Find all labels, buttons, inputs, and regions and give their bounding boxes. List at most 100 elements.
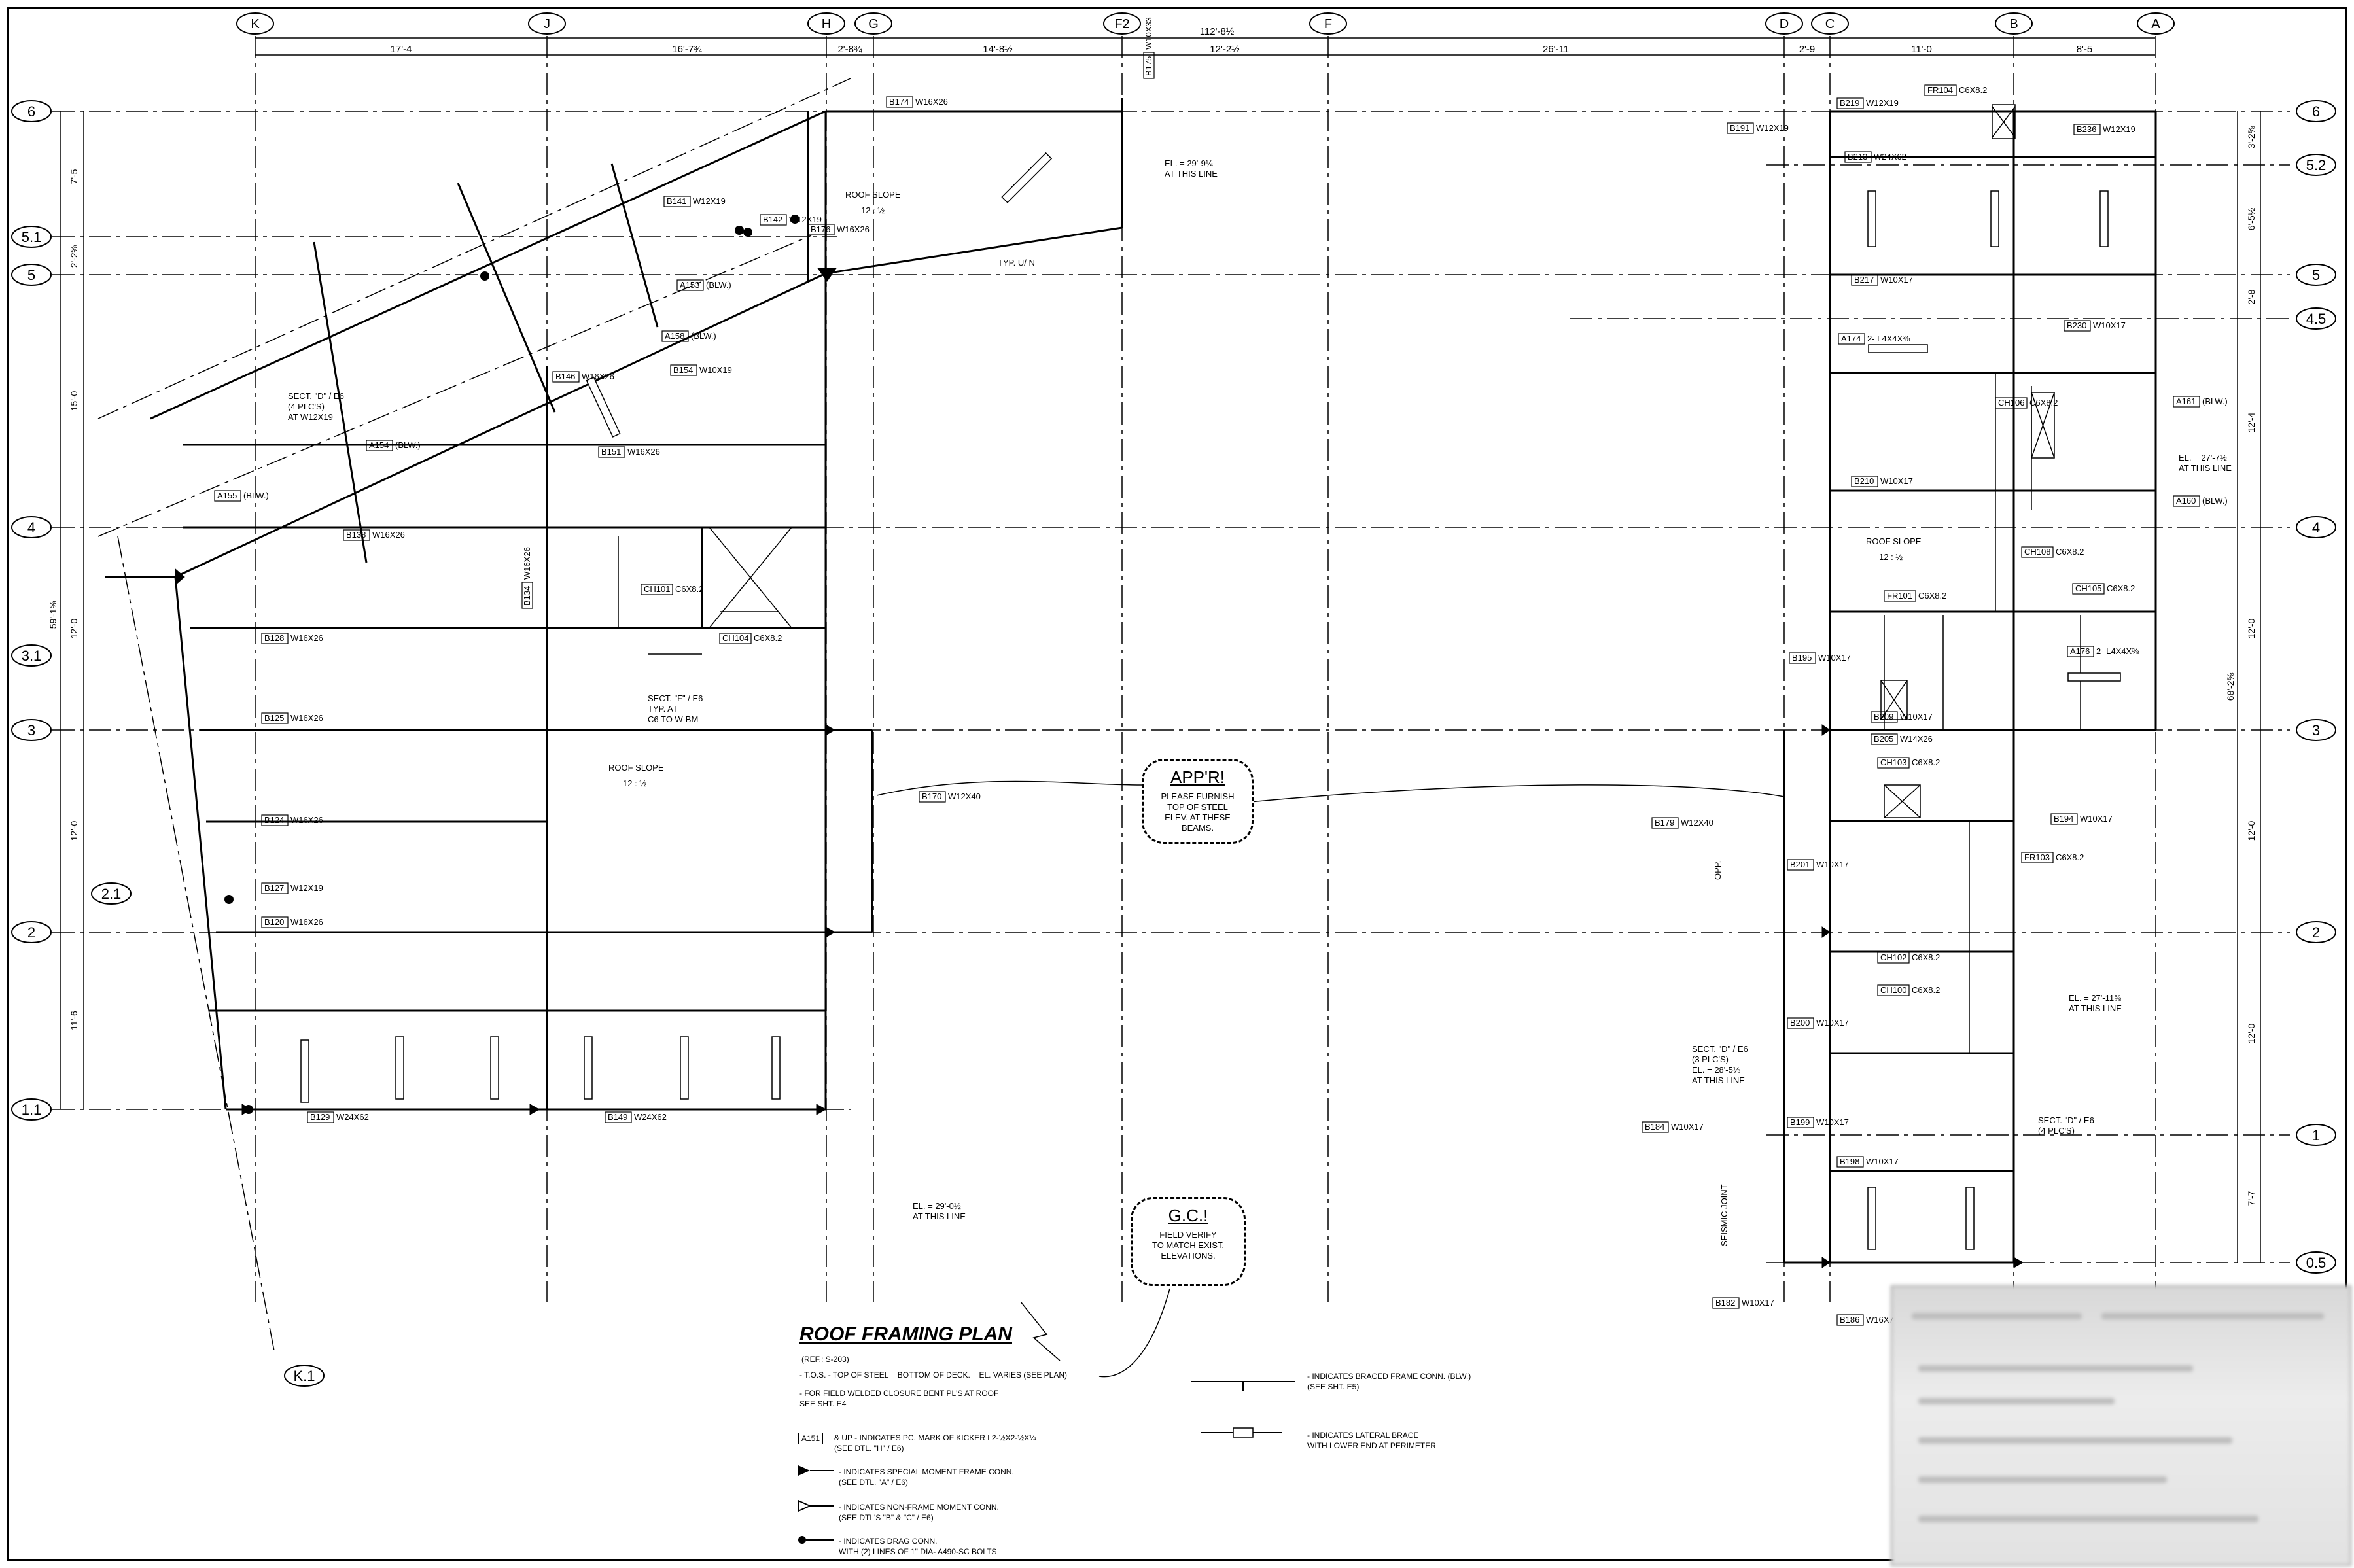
svg-text:112'-8½: 112'-8½ xyxy=(1200,26,1235,37)
kicker_label-mark: A155 xyxy=(217,491,237,500)
right-dimension-string xyxy=(2237,111,2261,1263)
beam_label-size: W16X26 xyxy=(522,547,532,580)
beam_label-tag: B134 W16X26 xyxy=(521,547,533,609)
beam_label-size: W10X17 xyxy=(1816,860,1849,869)
elevation-note-1: EL. = 29'-9¼ AT THIS LINE xyxy=(1165,158,1218,179)
kicker_label-tag: A155(BLW.) xyxy=(214,490,269,502)
beam_label-size: W12X40 xyxy=(948,792,981,801)
gc-cloud-heading: G.C.! xyxy=(1168,1206,1208,1225)
beam_label-mark: B182 xyxy=(1715,1298,1735,1308)
channel_label-size: C6X8.2 xyxy=(2056,852,2084,862)
svg-text:26'-11: 26'-11 xyxy=(1543,44,1569,55)
approval-cloud-heading: APP'R! xyxy=(1170,767,1225,787)
svg-text:12'-0: 12'-0 xyxy=(2246,1023,2257,1043)
legend-braced-note: - INDICATES BRACED FRAME CONN. (BLW.) (S… xyxy=(1307,1372,1471,1391)
elevation-note-5: EL. = 29'-0½ AT THIS LINE xyxy=(913,1201,966,1221)
beam_label-mark: B191 xyxy=(1730,123,1749,133)
gc-cloud-leader xyxy=(1098,1288,1170,1378)
elevation-note-4: EL. = 28'-5⅛ AT THIS LINE xyxy=(1692,1065,1745,1085)
right-framing-beams xyxy=(1783,110,2157,1264)
right-framing-secondary xyxy=(1880,104,2081,1053)
channel_label-mark: CH105 xyxy=(2075,584,2101,593)
svg-text:K: K xyxy=(251,17,260,31)
beam_label-size: W16X77 xyxy=(1866,1315,1899,1325)
beam_label-mark: B170 xyxy=(922,792,941,801)
beam_label-size: W10X19 xyxy=(699,365,732,375)
legend-symbols-right xyxy=(1191,1381,1295,1438)
channel_label-mark: FR103 xyxy=(2024,852,2050,862)
svg-text:3: 3 xyxy=(27,722,35,739)
svg-text:2'-8¾: 2'-8¾ xyxy=(837,44,862,55)
sect-d-note-right-3: SECT. "D" / E6 (3 PLC'S) xyxy=(1692,1044,1748,1064)
channel_label-size: C6X8.2 xyxy=(675,584,703,594)
kicker_label-size: (BLW.) xyxy=(691,331,716,341)
svg-text:5.2: 5.2 xyxy=(2306,157,2327,173)
legend-smf-note: - INDICATES SPECIAL MOMENT FRAME CONN. (… xyxy=(839,1467,1014,1487)
beam_label-mark: B146 xyxy=(555,372,575,381)
svg-text:6: 6 xyxy=(2312,103,2320,120)
beam_label-mark: B134 xyxy=(522,586,532,606)
approval-cloud-body: PLEASE FURNISH TOP OF STEEL ELEV. AT THE… xyxy=(1161,792,1235,833)
channel_label-size: C6X8.2 xyxy=(1918,591,1946,601)
svg-text:D: D xyxy=(1780,17,1789,31)
svg-text:ROOF SLOPE: ROOF SLOPE xyxy=(608,763,664,773)
dimension-text-right: 3'-2⅝ 6'-5½ 2'-8 12'-4 12'-0 68'-2⅝ 12'-… xyxy=(2225,126,2257,1206)
channel_label-mark: CH102 xyxy=(1880,952,1906,962)
beam_label-size: W14X26 xyxy=(1900,734,1933,744)
svg-text:2: 2 xyxy=(27,924,35,941)
svg-text:OPP.: OPP. xyxy=(1713,861,1723,880)
kicker_label-tag: A161(BLW.) xyxy=(2173,396,2228,408)
svg-text:59'-1⅝: 59'-1⅝ xyxy=(48,601,58,629)
beam_label-size: W16X26 xyxy=(582,372,614,381)
beam_label-mark: B199 xyxy=(1790,1117,1810,1127)
channel_label-mark: CH103 xyxy=(1880,758,1906,767)
beam_label-size: W16X26 xyxy=(372,530,405,540)
beam_label-size: W10X17 xyxy=(1816,1018,1849,1028)
channel_label-size: C6X8.2 xyxy=(1912,758,1940,767)
plan-title: ROOF FRAMING PLAN xyxy=(799,1323,1012,1345)
beam_label-size: W24X62 xyxy=(1874,152,1906,162)
beam_label-mark: B210 xyxy=(1854,476,1874,486)
svg-text:J: J xyxy=(544,17,550,31)
beam_label-mark: B186 xyxy=(1840,1315,1859,1325)
svg-text:F: F xyxy=(1324,17,1332,31)
smf-symbol-icon xyxy=(798,1465,810,1476)
beam_label-tag: B186 W16X77 xyxy=(1836,1314,1899,1326)
channel_label-mark: FR104 xyxy=(1927,85,1953,95)
approval-cloud-note: APP'R! PLEASE FURNISH TOP OF STEEL ELEV.… xyxy=(1142,759,1254,844)
svg-text:12'-0: 12'-0 xyxy=(69,618,79,638)
beam_label-tag: B170 W12X40 xyxy=(919,791,981,803)
svg-text:0.5: 0.5 xyxy=(2306,1255,2327,1271)
svg-text:6: 6 xyxy=(27,103,35,120)
beam_label-mark: B184 xyxy=(1645,1122,1664,1132)
beam_label-size: W12X19 xyxy=(789,215,822,224)
beam_label-size: W16X26 xyxy=(837,224,870,234)
svg-text:11'-6: 11'-6 xyxy=(69,1011,79,1030)
legend-lateral-note: - INDICATES LATERAL BRACE WITH LOWER END… xyxy=(1307,1431,1436,1450)
svg-text:12'-0: 12'-0 xyxy=(2246,618,2257,638)
nfm-symbol-icon xyxy=(798,1499,812,1512)
svg-text:12 : ½: 12 : ½ xyxy=(861,205,885,215)
svg-text:2'-2⅝: 2'-2⅝ xyxy=(69,245,79,268)
kicker_label-size: (BLW.) xyxy=(395,440,421,450)
kicker_label-mark: A153 xyxy=(680,280,699,290)
left-framing-secondary xyxy=(618,527,792,655)
beam_label-mark: B127 xyxy=(264,883,284,893)
